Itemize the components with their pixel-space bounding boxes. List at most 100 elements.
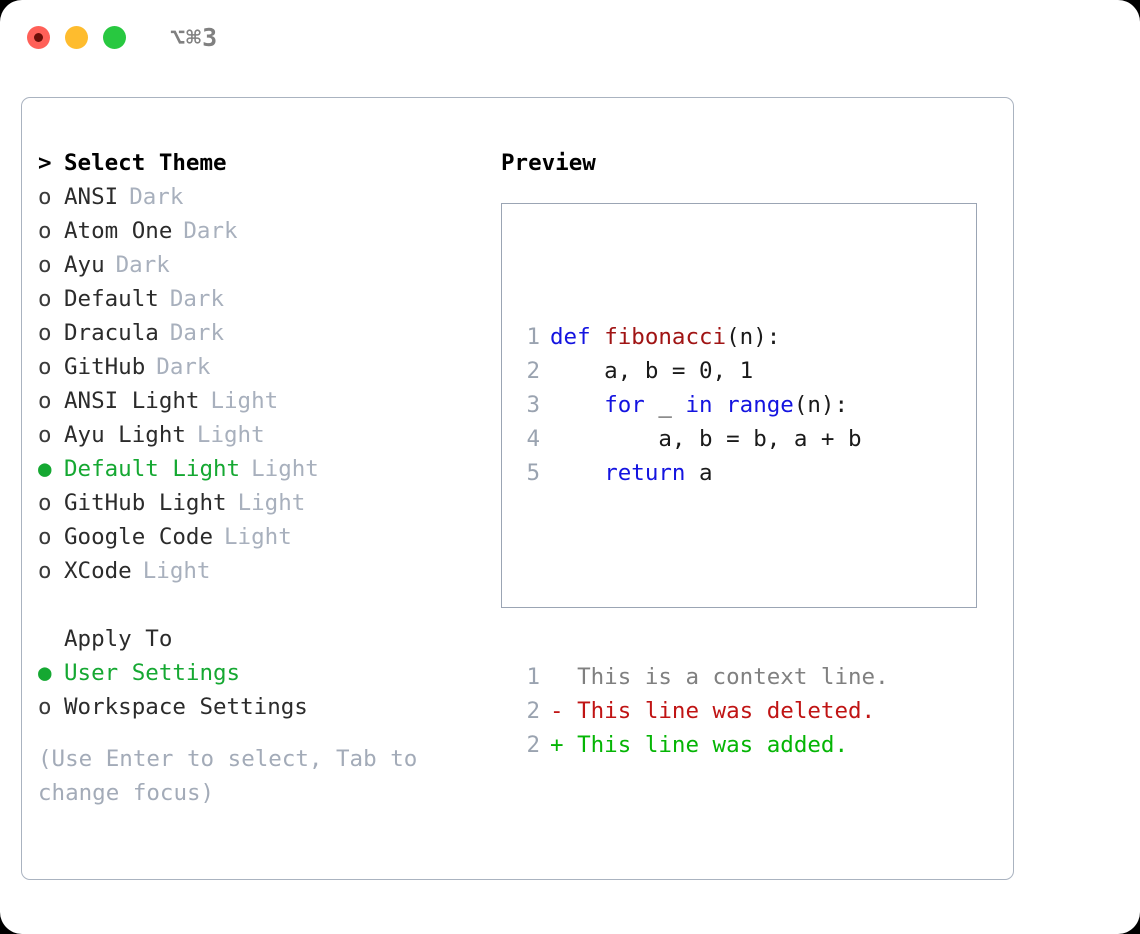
- diff-sign: [550, 664, 564, 690]
- apply-to-item-label: User Settings: [64, 660, 241, 686]
- zoom-window-button[interactable]: [103, 26, 126, 49]
- code-line: 3 for _ in range(n):: [518, 388, 889, 422]
- radio-unselected-icon[interactable]: o: [38, 558, 52, 584]
- diff-line-text: This is a context line.: [550, 660, 889, 694]
- radio-unselected-icon[interactable]: o: [38, 388, 52, 414]
- line-number: 2: [526, 698, 540, 724]
- radio-unselected-icon[interactable]: o: [38, 252, 52, 278]
- radio-unselected-icon[interactable]: o: [38, 320, 52, 346]
- theme-name: GitHub Light: [64, 490, 227, 516]
- theme-list-item[interactable]: o XCode Light: [38, 554, 493, 588]
- diff-sign: -: [550, 698, 564, 724]
- theme-list-item[interactable]: o ANSI Light Light: [38, 384, 493, 418]
- code-token: for: [604, 392, 645, 418]
- minimize-window-button[interactable]: [65, 26, 88, 49]
- radio-selected-icon[interactable]: ●: [38, 456, 52, 482]
- line-number: 2: [526, 358, 540, 384]
- keyboard-shortcut-label: ⌥⌘3: [170, 23, 219, 52]
- apply-to-label: Apply To: [64, 626, 173, 652]
- theme-name: GitHub: [64, 354, 146, 380]
- radio-unselected-icon[interactable]: o: [38, 524, 52, 550]
- line-number: 5: [526, 460, 540, 486]
- radio-unselected-icon[interactable]: o: [38, 354, 52, 380]
- radio-unselected-icon[interactable]: o: [38, 422, 52, 448]
- theme-list-item[interactable]: o Atom One Dark: [38, 214, 493, 248]
- theme-name: Default: [64, 286, 159, 312]
- code-line-text: def fibonacci(n):: [550, 320, 780, 354]
- code-token: fibonacci: [604, 324, 727, 350]
- theme-variant-badge: Light: [224, 524, 292, 550]
- theme-name: Ayu Light: [64, 422, 186, 448]
- theme-variant-badge: Dark: [156, 354, 211, 380]
- code-line: 4 a, b = b, a + b: [518, 422, 889, 456]
- code-token: return: [604, 460, 686, 486]
- diff-line: 1 This is a context line.: [518, 660, 889, 694]
- theme-name: XCode: [64, 558, 132, 584]
- code-token: a, b = 0, 1: [550, 358, 754, 384]
- code-token: a, b = b, a + b: [550, 426, 862, 452]
- line-number: 3: [526, 392, 540, 418]
- theme-name: ANSI Light: [64, 388, 200, 414]
- theme-list-item[interactable]: o Ayu Dark: [38, 248, 493, 282]
- code-token: [550, 460, 604, 486]
- apply-to-item-label: Workspace Settings: [64, 694, 308, 720]
- title-bar: ⌥⌘3: [0, 0, 1140, 78]
- line-number: 1: [526, 664, 540, 690]
- diff-text: This is a context line.: [563, 664, 889, 690]
- code-token: (n):: [726, 324, 781, 350]
- diff-line-text: + This line was added.: [550, 728, 848, 762]
- apply-to-list: ● User Settings o Workspace Settings: [38, 656, 493, 724]
- diff-lines: 1 This is a context line. 2- This line wa…: [518, 660, 889, 762]
- diff-sign: +: [550, 732, 564, 758]
- apply-to-marker-spacer: [38, 622, 64, 656]
- radio-unselected-icon[interactable]: o: [38, 218, 52, 244]
- apply-to-item[interactable]: o Workspace Settings: [38, 690, 493, 724]
- radio-unselected-icon[interactable]: o: [38, 490, 52, 516]
- code-line-text: for _ in range(n):: [550, 388, 848, 422]
- radio-unselected-icon[interactable]: o: [38, 694, 52, 720]
- preview-title: Preview: [501, 150, 596, 176]
- code-token: a: [685, 460, 713, 486]
- code-line-text: a, b = 0, 1: [550, 354, 753, 388]
- theme-variant-badge: Dark: [169, 320, 225, 346]
- code-line: 1 def fibonacci(n):: [518, 320, 889, 354]
- theme-variant-badge: Dark: [115, 252, 170, 278]
- radio-unselected-icon[interactable]: o: [38, 184, 52, 210]
- keyboard-hint: (Use Enter to select, Tab to change focu…: [38, 746, 418, 806]
- code-line-text: return a: [550, 456, 713, 490]
- theme-variant-badge: Dark: [129, 184, 184, 210]
- code-token: range: [726, 392, 794, 418]
- close-window-button[interactable]: [27, 26, 50, 49]
- diff-text: This line was added.: [563, 732, 849, 758]
- theme-variant-badge: Dark: [183, 218, 238, 244]
- code-line: 5 return a: [518, 456, 889, 490]
- radio-unselected-icon[interactable]: o: [38, 286, 52, 312]
- code-line: 2 a, b = 0, 1: [518, 354, 889, 388]
- section-spacer: [38, 588, 493, 622]
- theme-name: Ayu: [64, 252, 105, 278]
- theme-list-item[interactable]: o GitHub Dark: [38, 350, 493, 384]
- apply-to-item[interactable]: ● User Settings: [38, 656, 493, 690]
- theme-variant-badge: Light: [210, 388, 279, 414]
- theme-variant-badge: Light: [142, 558, 211, 584]
- code-blank-line: [518, 558, 889, 592]
- theme-name: Atom One: [64, 218, 173, 244]
- theme-variant-badge: Light: [251, 456, 319, 482]
- line-number: 2: [526, 732, 540, 758]
- line-number: 1: [526, 324, 540, 350]
- diff-text: This line was deleted.: [563, 698, 876, 724]
- radio-selected-icon[interactable]: ●: [38, 660, 52, 686]
